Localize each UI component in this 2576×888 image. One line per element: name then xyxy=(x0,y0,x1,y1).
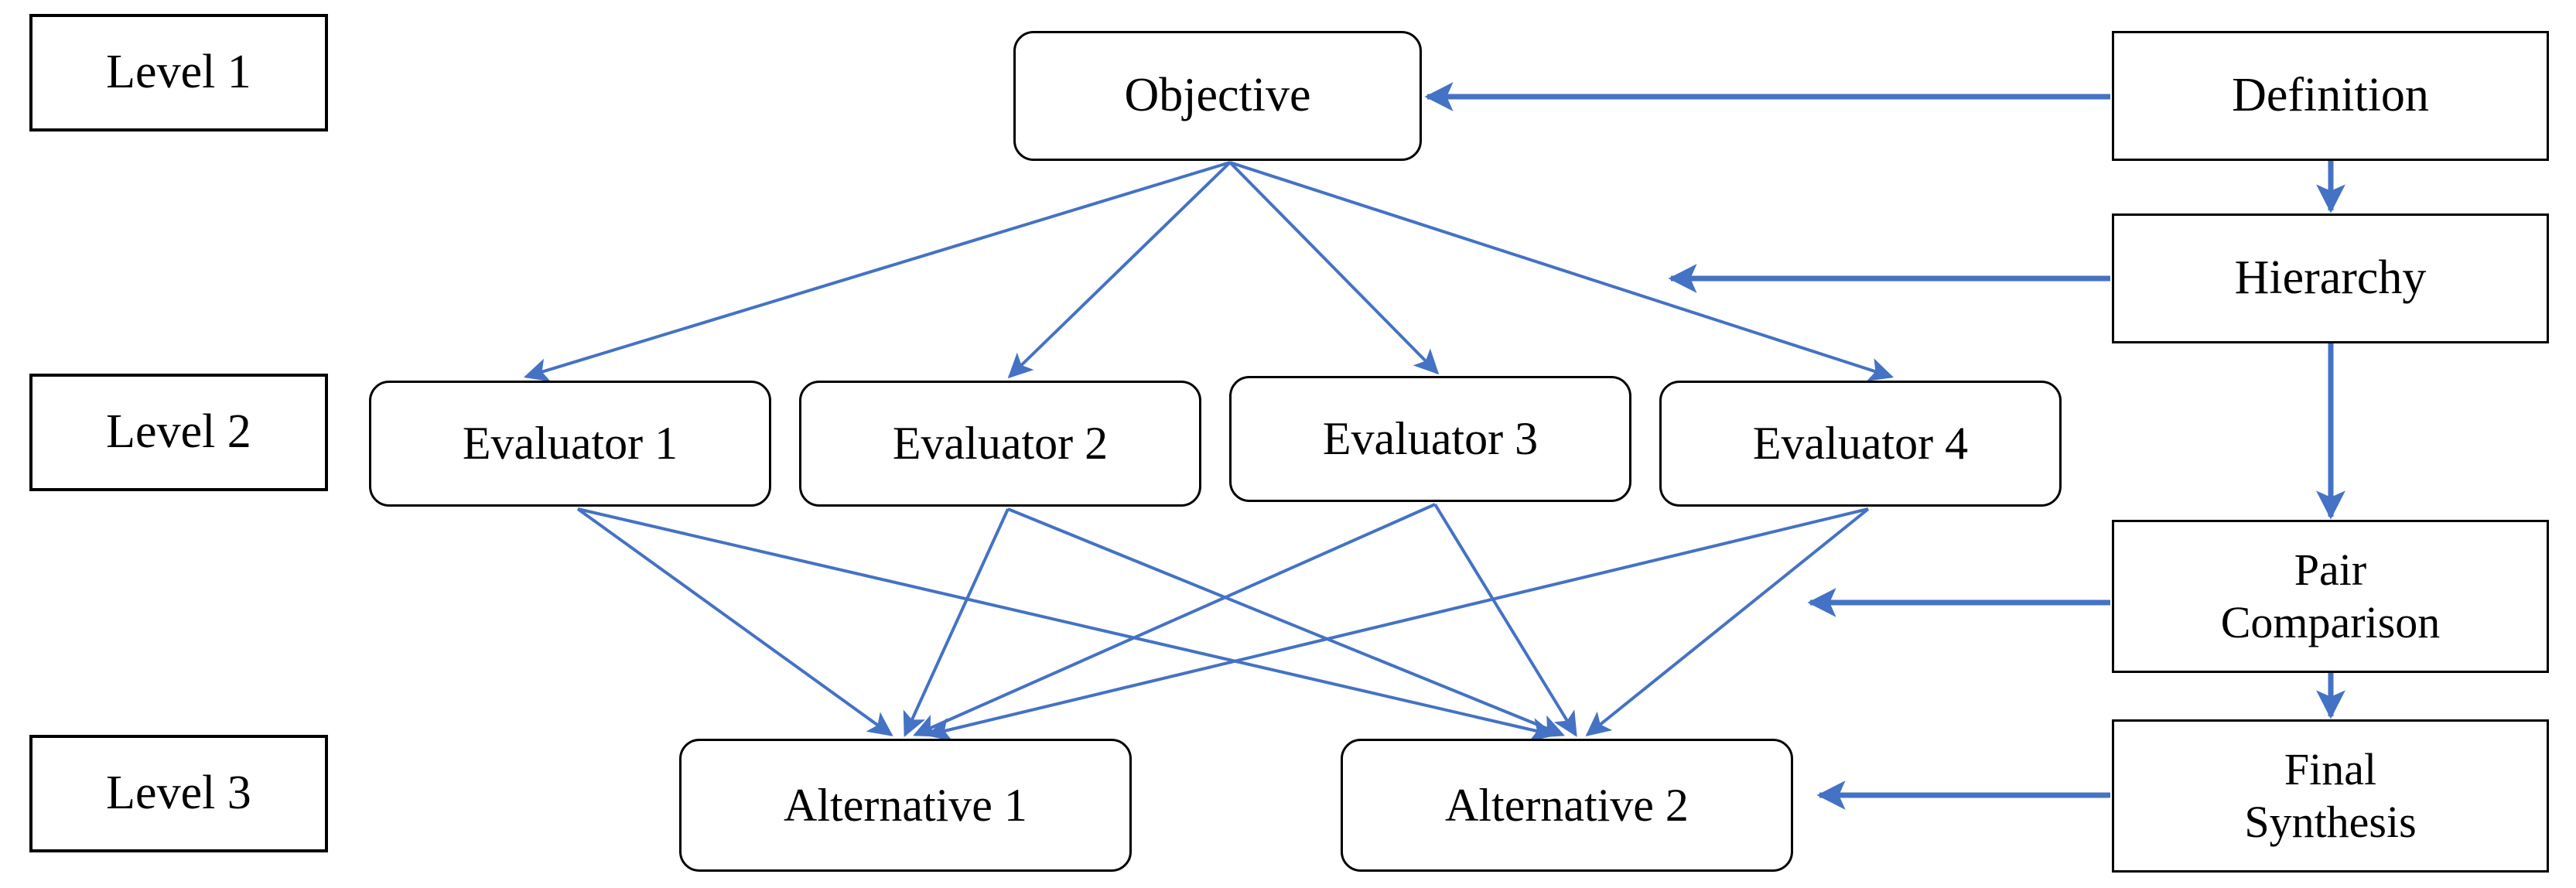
edge-evaluator-4-alternative-1 xyxy=(925,507,1869,742)
edge-evaluator-2-alternative-2 xyxy=(1007,507,1565,738)
process-node-label: Hierarchy xyxy=(2234,251,2427,305)
process-node-final-synthesis[interactable]: Final Synthesis xyxy=(2112,719,2549,873)
edge-objective-evaluator-4 xyxy=(1229,161,1894,381)
edge-evaluator-4-alternative-2 xyxy=(1585,507,1870,737)
edge-evaluator-2-alternative-1 xyxy=(903,508,1010,737)
level-tag-level-2[interactable]: Level 2 xyxy=(29,374,328,491)
process-node-hierarchy[interactable]: Hierarchy xyxy=(2112,213,2549,343)
node-label: Evaluator 3 xyxy=(1322,413,1539,465)
edge-evaluator-1-alternative-2 xyxy=(577,507,1556,742)
level-tag-label: Level 2 xyxy=(106,405,251,459)
node-label: Objective xyxy=(1124,69,1311,122)
edges-group xyxy=(523,82,2345,810)
level-tag-label: Level 3 xyxy=(106,767,251,820)
edge-objective-evaluator-1 xyxy=(523,161,1231,382)
process-node-label: Definition xyxy=(2232,69,2429,122)
level-tag-level-3[interactable]: Level 3 xyxy=(29,735,328,852)
node-evaluator-1[interactable]: Evaluator 1 xyxy=(369,381,771,507)
edge-objective-evaluator-3 xyxy=(1228,161,1440,375)
node-label: Evaluator 2 xyxy=(892,418,1109,470)
edge-evaluator-1-alternative-1 xyxy=(576,507,893,736)
node-alternative-2[interactable]: Alternative 2 xyxy=(1341,739,1793,872)
node-label: Evaluator 1 xyxy=(462,418,678,470)
process-node-label: Pair Comparison xyxy=(2220,544,2441,647)
edge-evaluator-3-alternative-2 xyxy=(1433,503,1577,737)
node-evaluator-2[interactable]: Evaluator 2 xyxy=(799,381,1201,507)
node-evaluator-3[interactable]: Evaluator 3 xyxy=(1229,376,1631,502)
level-tag-label: Level 1 xyxy=(106,46,251,99)
node-label: Alternative 1 xyxy=(784,779,1027,831)
node-evaluator-4[interactable]: Evaluator 4 xyxy=(1659,381,2062,507)
node-label: Alternative 2 xyxy=(1445,779,1689,831)
node-label: Evaluator 4 xyxy=(1752,418,1969,470)
edge-objective-evaluator-2 xyxy=(1007,161,1232,379)
node-objective[interactable]: Objective xyxy=(1013,31,1422,161)
edge-evaluator-3-alternative-1 xyxy=(913,503,1436,737)
node-alternative-1[interactable]: Alternative 1 xyxy=(679,739,1132,872)
level-tag-level-1[interactable]: Level 1 xyxy=(29,14,328,131)
process-node-label: Final Synthesis xyxy=(2244,743,2417,847)
process-node-pair-comparison[interactable]: Pair Comparison xyxy=(2112,520,2549,673)
process-node-definition[interactable]: Definition xyxy=(2112,31,2549,161)
